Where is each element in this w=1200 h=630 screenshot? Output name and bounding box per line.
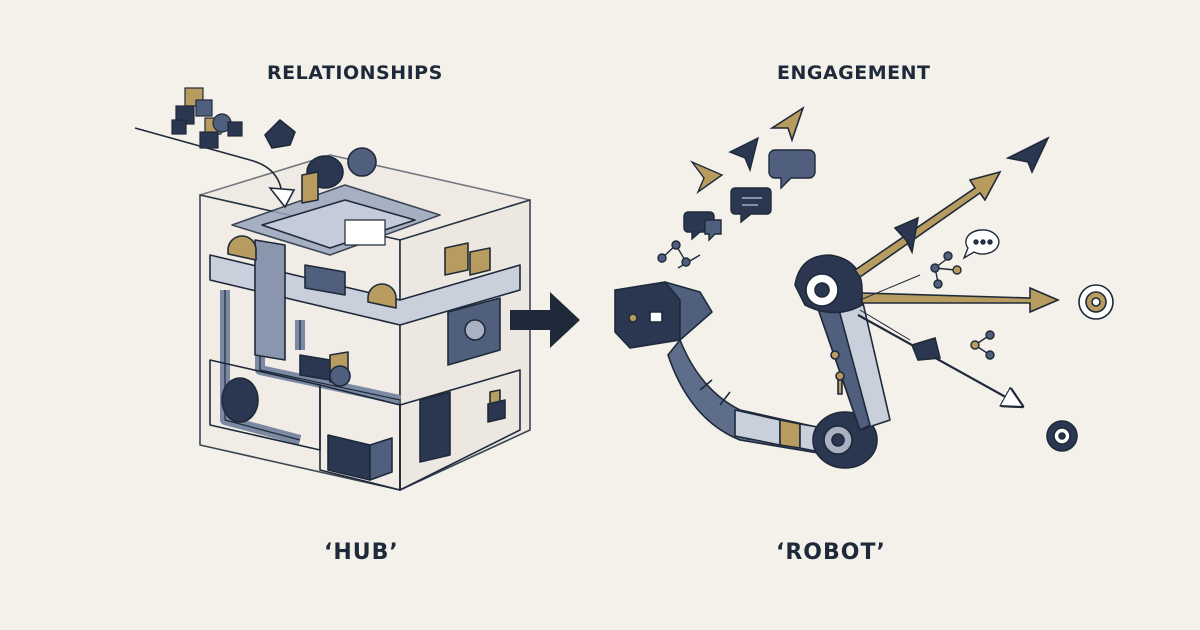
transition-arrow bbox=[510, 292, 580, 348]
robot-arm bbox=[614, 254, 891, 469]
chat-bubble-icons bbox=[683, 149, 1000, 260]
incoming-flow-arrow bbox=[134, 127, 296, 209]
robot-caption: ‘ROBOT’ bbox=[776, 540, 886, 565]
target-icons bbox=[1046, 284, 1114, 452]
hub-caption: ‘HUB’ bbox=[324, 540, 399, 565]
hub-cube bbox=[199, 119, 531, 491]
engagement-arrows bbox=[769, 106, 1061, 405]
share-icons bbox=[657, 136, 995, 360]
input-blocks bbox=[171, 87, 243, 149]
engagement-title: ENGAGEMENT bbox=[777, 62, 931, 84]
relationships-title: RELATIONSHIPS bbox=[267, 62, 443, 84]
